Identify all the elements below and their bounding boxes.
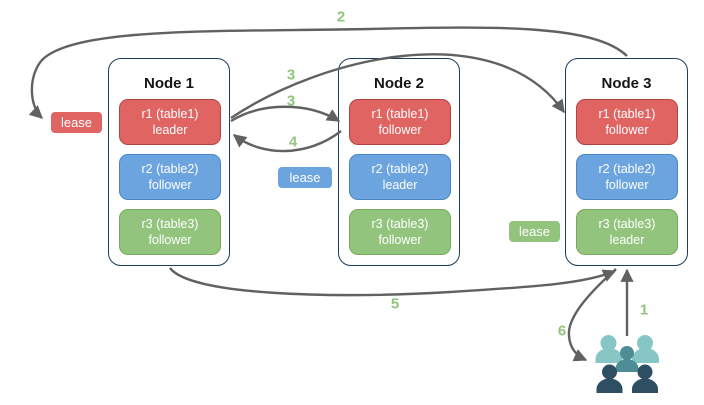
node-1-title: Node 1 — [143, 75, 194, 92]
replica-label: r2 (table2) — [598, 161, 656, 176]
arrow-step4-node2-to-node1 — [232, 130, 342, 153]
node1-replica-r2: r2 (table2) follower — [119, 154, 221, 200]
node-3-title: Node 3 — [601, 75, 652, 92]
users-icon — [595, 335, 659, 393]
replica-label: r3 (table3) — [141, 216, 199, 231]
lease-badge-r3: lease — [508, 220, 561, 243]
user-figure-light-right — [632, 335, 659, 363]
replica-role: follower — [605, 123, 649, 137]
node-2-box: Node 2 r1 (table1) follower r2 (table2) … — [338, 58, 460, 266]
arrow-step3-node1-to-node2 — [230, 105, 341, 123]
node3-replica-r2: r2 (table2) follower — [576, 154, 678, 200]
replica-label: r3 (table3) — [371, 216, 429, 231]
replica-role: leader — [609, 233, 645, 247]
step-label-1: 1 — [639, 301, 649, 319]
user-figure-light-left — [595, 335, 623, 363]
arrow-step5-node1-to-node3 — [169, 267, 617, 297]
step-label-5: 5 — [390, 295, 400, 313]
step-label-2: 2 — [336, 8, 346, 26]
user-figure-dark-left — [596, 364, 623, 393]
lease-badge-r1: lease — [50, 111, 103, 134]
replica-role: follower — [378, 123, 422, 137]
node2-replica-r3: r3 (table3) follower — [349, 209, 451, 255]
node2-replica-r1: r1 (table1) follower — [349, 99, 451, 145]
user-figure-medium-center — [615, 346, 639, 372]
replica-label: r3 (table3) — [598, 216, 656, 231]
node-2-title: Node 2 — [373, 75, 424, 92]
node1-replica-r1: r1 (table1) leader — [119, 99, 221, 145]
replica-role: leader — [382, 178, 418, 192]
node-3-box: Node 3 r1 (table1) follower r2 (table2) … — [565, 58, 688, 266]
node3-replica-r1: r1 (table1) follower — [576, 99, 678, 145]
step-label-4: 4 — [288, 133, 298, 151]
replica-label: r1 (table1) — [371, 106, 429, 121]
user-figure-dark-right — [632, 364, 658, 393]
replica-role: follower — [605, 178, 649, 192]
node1-replica-r3: r3 (table3) follower — [119, 209, 221, 255]
replica-role: follower — [378, 233, 422, 247]
lease-badge-r2: lease — [277, 166, 333, 189]
node-1-box: Node 1 r1 (table1) leader r2 (table2) fo… — [108, 58, 230, 266]
node2-replica-r2: r2 (table2) leader — [349, 154, 451, 200]
replica-role: leader — [152, 123, 188, 137]
node3-replica-r3: r3 (table3) leader — [576, 209, 678, 255]
replica-label: r2 (table2) — [371, 161, 429, 176]
replica-label: r1 (table1) — [141, 106, 199, 121]
replica-label: r2 (table2) — [141, 161, 199, 176]
step-label-3a: 3 — [286, 66, 296, 84]
replica-role: follower — [148, 178, 192, 192]
replica-role: follower — [148, 233, 192, 247]
step-label-3b: 3 — [286, 92, 296, 110]
replica-label: r1 (table1) — [598, 106, 656, 121]
step-label-6: 6 — [557, 322, 567, 340]
